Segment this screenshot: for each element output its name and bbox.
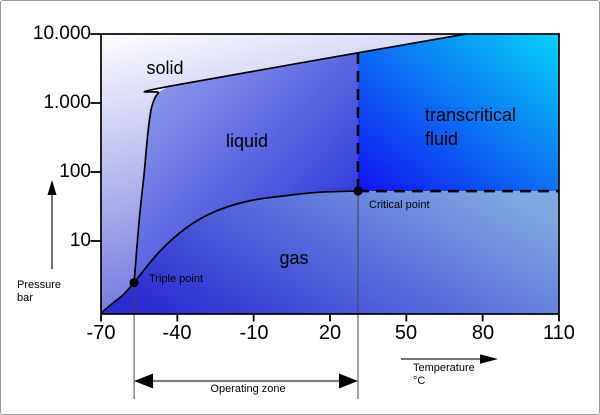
operating-zone-label: Operating zone bbox=[210, 383, 286, 395]
temperature-axis-arrow-icon bbox=[480, 354, 498, 364]
x-tick-label: -40 bbox=[162, 322, 192, 344]
x-tick-label: 50 bbox=[394, 322, 418, 344]
region-transcritical-fluid bbox=[358, 34, 559, 191]
x-tick-label: -10 bbox=[239, 322, 269, 344]
y-tick-label: 10 bbox=[69, 230, 91, 251]
operating-zone-right-arrow-icon bbox=[338, 373, 358, 389]
critical-point-marker bbox=[353, 186, 363, 196]
region-label-solid: solid bbox=[146, 58, 184, 78]
y-tick-label: 1.000 bbox=[43, 92, 91, 113]
pressure-axis-label: Pressure bbox=[17, 279, 62, 291]
region-label-gas: gas bbox=[279, 248, 309, 268]
region-label-transcritical-line1: transcritical bbox=[425, 105, 517, 125]
critical-point-label: Critical point bbox=[369, 199, 430, 211]
x-tick-label: -70 bbox=[86, 322, 116, 344]
x-tick-label: 80 bbox=[471, 322, 495, 344]
triple-point-label: Triple point bbox=[149, 273, 204, 285]
region-gas bbox=[101, 191, 559, 314]
operating-zone-left-arrow-icon bbox=[134, 373, 154, 389]
y-tick-label: 10.000 bbox=[32, 23, 91, 44]
y-tick-label: 100 bbox=[59, 161, 91, 182]
pressure-axis-arrow-icon bbox=[47, 180, 57, 195]
triple-point-marker bbox=[129, 277, 139, 288]
region-label-transcritical: transcritical fluid bbox=[425, 103, 516, 151]
temperature-unit-label: °C bbox=[413, 375, 426, 387]
vaporization-curve bbox=[133, 190, 359, 284]
region-label-liquid: liquid bbox=[225, 131, 269, 151]
temperature-axis-label: Temperature bbox=[413, 362, 475, 374]
x-tick-label: 110 bbox=[543, 322, 575, 344]
x-tick-label: 20 bbox=[318, 322, 342, 344]
pressure-unit-label: bar bbox=[17, 292, 33, 304]
plot-border bbox=[100, 33, 560, 315]
region-label-transcritical-line2: fluid bbox=[425, 129, 459, 149]
region-solid bbox=[101, 34, 467, 314]
sublimation-melting-curve bbox=[100, 33, 467, 314]
